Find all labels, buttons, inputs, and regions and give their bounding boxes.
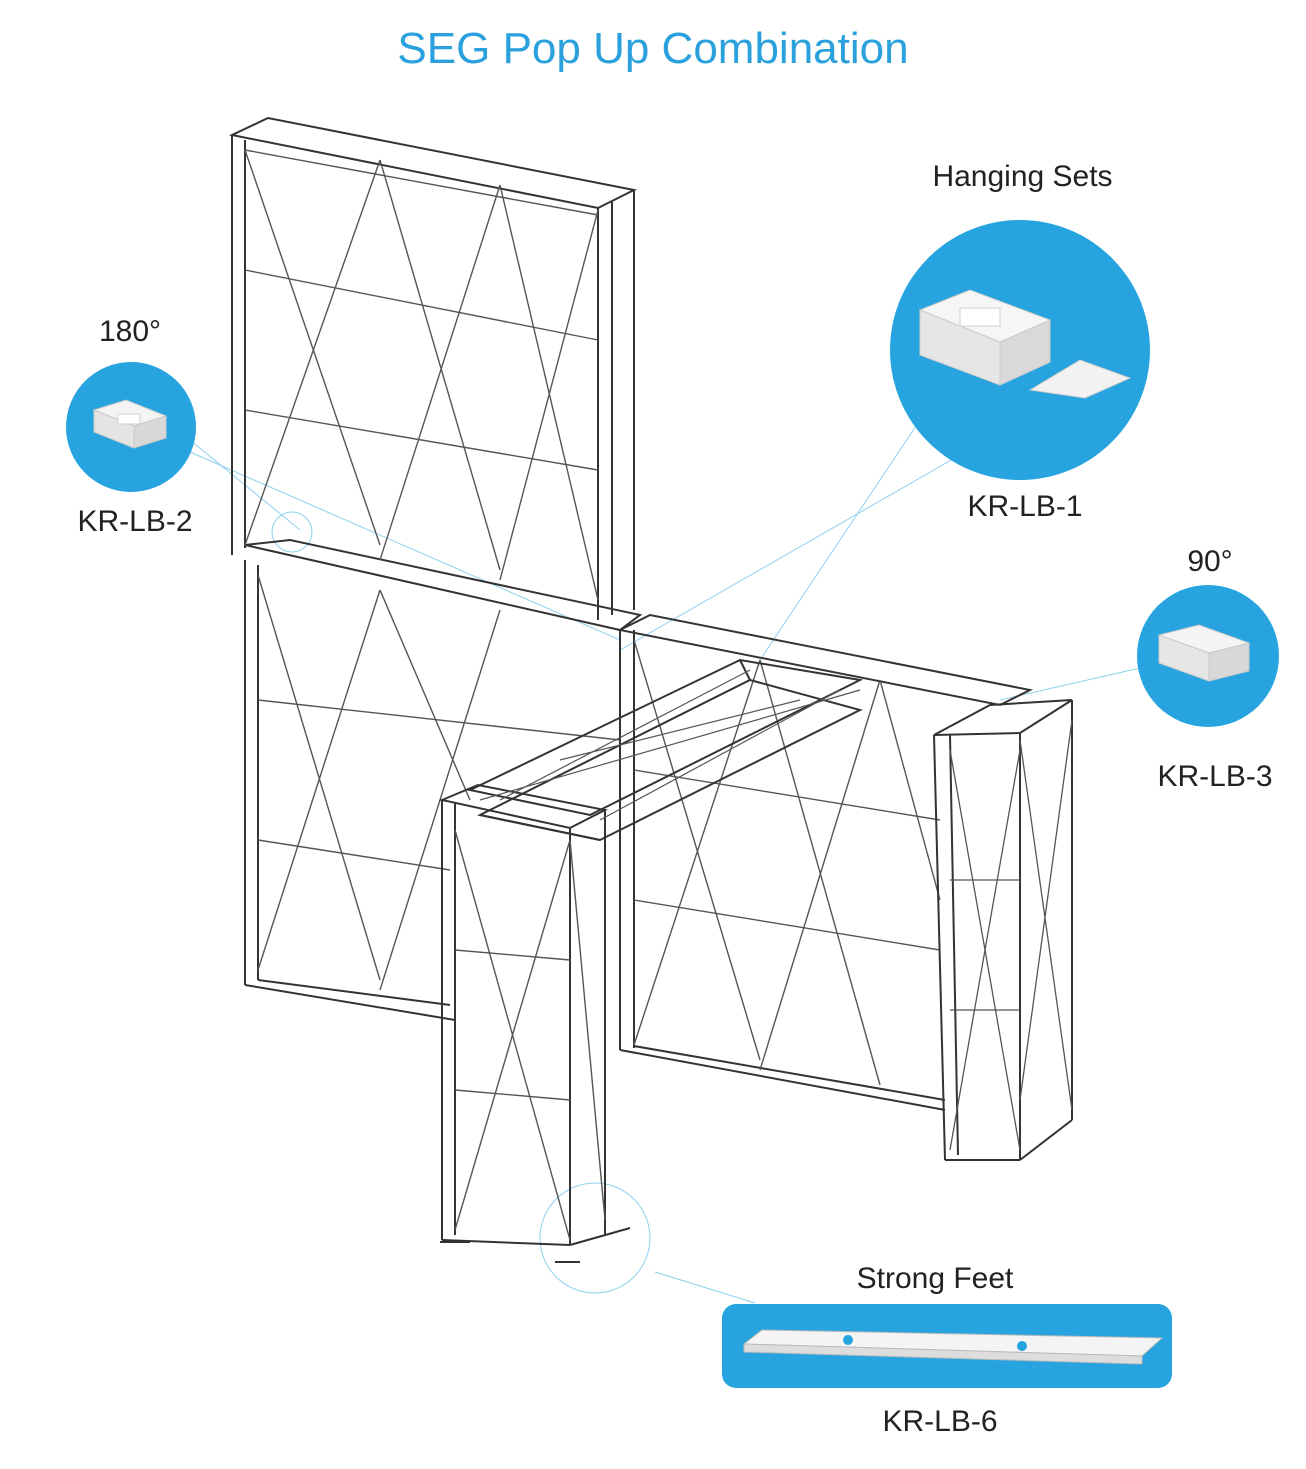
right-column [933,699,1073,1161]
kr-lb-6-heading: Strong Feet [856,1262,1014,1295]
kr-lb-1-heading: Hanging Sets [932,160,1113,193]
connector-180-icon [92,399,168,449]
strong-feet-icon [742,1329,1164,1365]
tall-panel-lattice [244,149,621,991]
kr-lb-2-code: KR-LB-2 [77,505,193,538]
rear-long-panel [616,613,1034,1111]
front-column [438,783,631,1263]
kr-lb-1-code: KR-LB-1 [967,490,1083,523]
leader-lines [189,419,1141,1304]
header-lattice [479,669,861,821]
page-title: SEG Pop Up Combination [397,24,909,73]
rear-panel-lattice [633,639,941,1086]
kr-lb-2-heading: 180° [98,315,162,348]
kr-lb-3-code: KR-LB-3 [1157,760,1273,793]
kr-lb-6-code: KR-LB-6 [882,1405,998,1438]
connector-90-icon [1157,624,1251,682]
kr-lb-2-badge [66,362,196,492]
front-column-lattice [454,829,606,1241]
tall-left-panel [228,116,643,1021]
kr-lb-6-panel [722,1304,1172,1388]
kr-lb-3-badge [1137,585,1279,727]
kr-lb-3-heading: 90° [1187,545,1233,578]
kr-lb-1-badge [890,220,1150,480]
top-header-beam [466,658,864,842]
hanging-set-icon [918,289,1132,399]
right-column-lattice [949,719,1073,1151]
